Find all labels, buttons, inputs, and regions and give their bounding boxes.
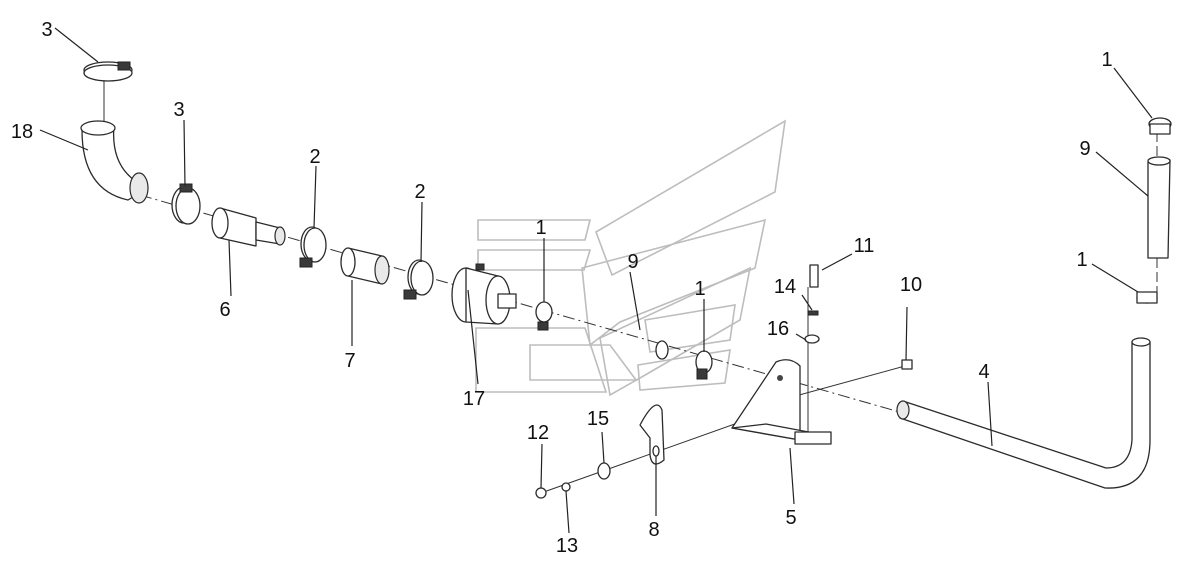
callout-label: 4	[978, 361, 989, 383]
background-logo-watermark	[475, 119, 787, 397]
callout-label: 5	[785, 507, 796, 529]
hose-clamp-2b	[403, 259, 434, 300]
assembly-axis-lines	[103, 80, 1158, 494]
reducer-adapter	[211, 207, 286, 247]
callout-label: 12	[527, 422, 549, 444]
bolt-and-washers	[804, 264, 820, 344]
mounting-bracket	[731, 359, 832, 445]
callout-label: 1	[1076, 249, 1087, 271]
short-hose-middle	[655, 340, 669, 360]
hose-clamp-left	[171, 183, 201, 225]
callout-label: 17	[463, 388, 485, 410]
hose-clamp-top	[83, 61, 133, 82]
callout-label: 2	[309, 146, 320, 168]
callout-label: 3	[173, 99, 184, 121]
callout-label: 1	[535, 217, 546, 239]
callout-label: 11	[854, 235, 875, 257]
hose-sleeve	[340, 247, 390, 285]
callout-label: 14	[774, 276, 796, 298]
callout-label: 18	[11, 121, 33, 143]
long-tail-pipe	[896, 337, 1151, 489]
callout-label: 15	[587, 408, 609, 430]
callout-label: 10	[900, 274, 922, 296]
callout-label: 9	[627, 251, 638, 273]
callout-label: 1	[694, 278, 705, 300]
small-clamp-middle	[535, 301, 553, 331]
callout-label: 2	[414, 181, 425, 203]
vertical-hose-assembly	[1136, 117, 1172, 304]
leader-lines	[39, 27, 1153, 534]
callout-label: 16	[767, 318, 789, 340]
elbow-pipe	[80, 120, 149, 204]
callout-label: 3	[41, 19, 52, 41]
callout-label: 13	[556, 535, 578, 557]
screw-10	[901, 359, 913, 370]
air-intake-housing	[451, 263, 517, 325]
hose-clamp-2a	[299, 226, 327, 268]
callout-labels: 3 18 3 6 2 7 2 1 9 1 17 11 14 16 10 4 5 12 15 13 8 1 9 1	[11, 19, 1113, 557]
callout-label: 7	[344, 350, 355, 372]
callout-label: 1	[1101, 49, 1112, 71]
callout-label: 6	[219, 299, 230, 321]
callout-label: 8	[648, 519, 659, 541]
callout-label: 9	[1079, 138, 1090, 160]
small-clamp-right	[695, 350, 713, 380]
